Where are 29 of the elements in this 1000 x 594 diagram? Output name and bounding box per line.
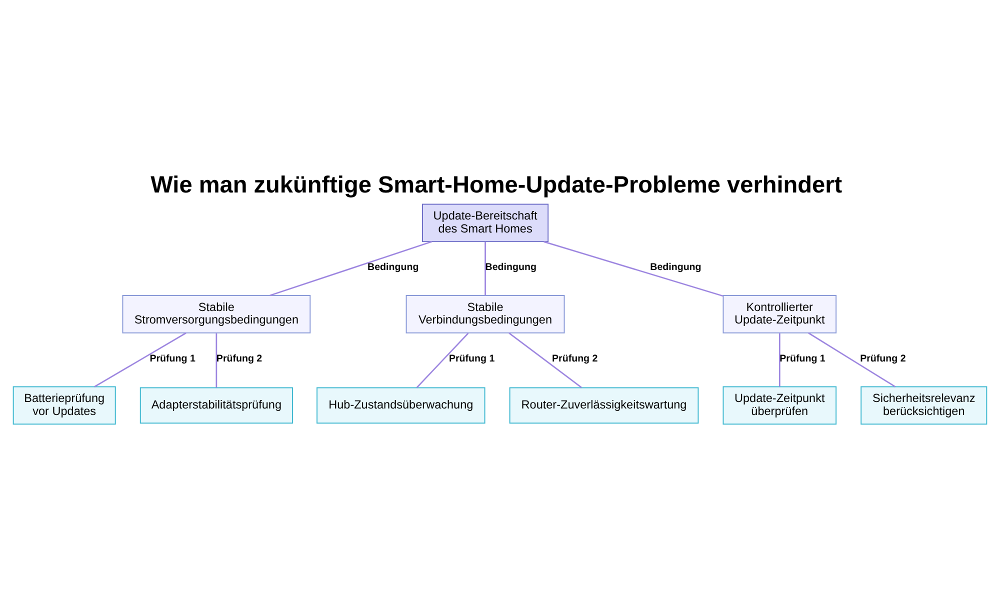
edge-label: Bedingung [485,262,536,273]
connector [216,332,218,388]
connector [416,332,469,388]
node-box: Adapterstabilitätsprüfung [140,386,293,424]
connector [508,332,582,388]
connector [270,240,432,296]
connector [544,240,724,296]
edge-label: Prüfung 1 [780,352,826,364]
node-box: Update-Zeitpunkt überprüfen [722,386,837,424]
node-box: Kontrollierter Update-Zeitpunkt [722,294,837,333]
node-box: Update-Bereitschaft des Smart Homes [422,203,549,242]
edge-label: Prüfung 2 [860,352,906,364]
edge-label: Prüfung 2 [552,352,598,364]
edge-label: Prüfung 2 [216,352,262,364]
node-box: Stabile Stromversorgungsbedingungen [122,294,311,333]
edge-label: Bedingung [368,262,419,273]
node-box: Stabile Verbindungsbedingungen [406,294,565,333]
edge-label: Bedingung [650,262,702,273]
edge-label: Prüfung 1 [150,352,196,364]
node-box: Router-Zuverlässigkeitswartung [509,386,699,424]
connector [94,332,186,387]
diagram-title: Wie man zukünftige Smart-Home-Update-Probleme verhindert [150,171,842,198]
node-box: Hub-Zustandsüberwachung [316,386,486,424]
node-box: Sicherheitsrelevanz berücksichtigen [860,386,988,424]
node-box: Batterieprüfung vor Updates [12,386,116,424]
connector [778,332,780,386]
connector [484,241,486,295]
connector [808,332,896,387]
edge-label: Prüfung 1 [448,352,495,364]
